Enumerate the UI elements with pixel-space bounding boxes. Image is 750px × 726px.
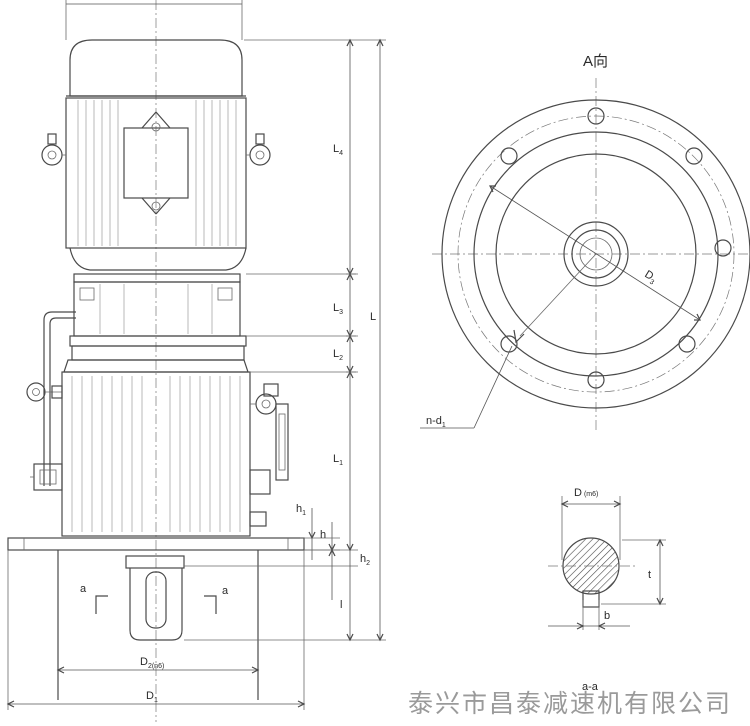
lifting-eye-right bbox=[246, 133, 271, 166]
label-L: L bbox=[370, 311, 376, 323]
terminal-box bbox=[123, 127, 189, 199]
label-t: t bbox=[648, 569, 651, 581]
label-D-shaft: D(m6) bbox=[574, 487, 598, 499]
label-D3: D3 bbox=[641, 268, 659, 286]
section-a-a: D(m6) b t a-a bbox=[548, 487, 666, 693]
bolt-holes bbox=[500, 107, 732, 389]
label-a-right: a bbox=[222, 585, 229, 597]
lifting-eye-left bbox=[41, 133, 66, 166]
label-D2: D2(n6) bbox=[140, 656, 164, 670]
label-l: l bbox=[340, 599, 342, 611]
section-title: a-a bbox=[582, 681, 599, 693]
label-L1: L1 bbox=[333, 453, 343, 467]
label-L3: L3 bbox=[333, 302, 343, 316]
bolt-hole bbox=[587, 371, 605, 389]
label-L2: L2 bbox=[333, 348, 343, 362]
reducer-body bbox=[26, 359, 289, 537]
label-b: b bbox=[604, 610, 610, 622]
bolt-hole bbox=[678, 335, 696, 353]
motor-body bbox=[41, 39, 271, 271]
breather bbox=[255, 393, 277, 415]
label-a-left: a bbox=[80, 583, 87, 595]
a-view: A向 D3 n-d1 bbox=[420, 53, 750, 430]
bolt-hole bbox=[500, 335, 518, 353]
section-mark-left bbox=[95, 595, 108, 614]
base-flange: a a bbox=[7, 537, 305, 710]
coupling-section bbox=[43, 273, 247, 486]
company-watermark: 泰兴市昌泰减速机有限公司 bbox=[407, 689, 732, 718]
section-mark-right bbox=[204, 595, 217, 614]
oil-fill-plug bbox=[26, 382, 46, 402]
oil-level-gauge bbox=[275, 403, 289, 481]
label-h: h bbox=[320, 529, 326, 541]
front-view: a a bbox=[6, 0, 386, 722]
drain-valve bbox=[33, 463, 63, 491]
horizontal-dimensions: D2(n6) D1 bbox=[6, 656, 306, 708]
output-shaft bbox=[125, 555, 185, 641]
label-L4: L4 bbox=[333, 143, 343, 157]
vertical-dimensions: L4 L3 L2 L1 L h1 h h2 l bbox=[184, 38, 386, 642]
view-a-title: A向 bbox=[583, 53, 608, 70]
shaft-keyway bbox=[145, 571, 167, 629]
label-h1: h1 bbox=[296, 503, 306, 517]
bolt-circle bbox=[457, 115, 735, 393]
bolt-hole bbox=[685, 147, 703, 165]
label-D1: D1 bbox=[146, 690, 158, 704]
label-n-d1: n-d1 bbox=[426, 415, 446, 429]
bolt-hole bbox=[714, 239, 732, 257]
outer-flange-circle bbox=[441, 99, 750, 409]
shaft-key bbox=[582, 590, 600, 608]
bolt-hole bbox=[587, 107, 605, 125]
d3-dimension-line bbox=[489, 185, 701, 321]
bolt-hole bbox=[500, 147, 518, 165]
label-h2: h2 bbox=[360, 553, 370, 567]
